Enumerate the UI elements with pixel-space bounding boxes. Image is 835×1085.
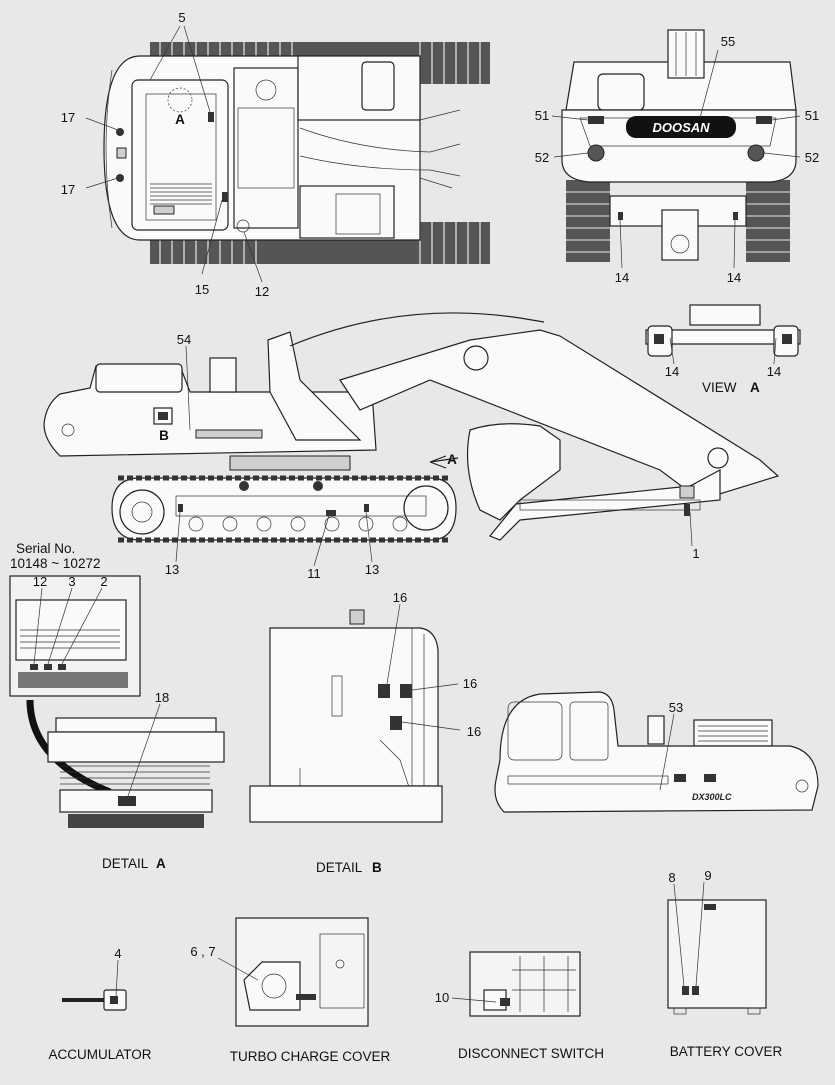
- callout-16: 16: [463, 676, 477, 691]
- callout-55: 55: [721, 34, 735, 49]
- callout-51: 51: [805, 108, 819, 123]
- view-a-caption-letter: A: [750, 380, 760, 395]
- detail-a-serial-inset: [9, 575, 141, 697]
- detail-b-caption-letter: B: [372, 860, 382, 875]
- view-a-arrow-label: A: [447, 452, 457, 467]
- top-view-leaders: [85, 25, 263, 283]
- model-badge-decal: DX300LC: [692, 792, 732, 802]
- serial-label: Serial No.: [16, 541, 75, 556]
- callout-17: 17: [61, 182, 75, 197]
- callout-52: 52: [805, 150, 819, 165]
- turbo-cover-drawing: [235, 917, 369, 1027]
- callout-18: 18: [155, 690, 169, 705]
- battery-cover-caption: BATTERY COVER: [670, 1044, 783, 1059]
- detail-b-drawing: [249, 609, 443, 823]
- callout-9: 9: [704, 868, 711, 883]
- battery-cover-drawing: [667, 899, 767, 1015]
- callout-3: 3: [68, 574, 75, 589]
- callout-6-7: 6 , 7: [190, 944, 215, 959]
- callout-17: 17: [61, 110, 75, 125]
- callout-54: 54: [177, 332, 191, 347]
- callout-4: 4: [114, 946, 121, 961]
- detail-a-drawing: [47, 717, 225, 828]
- callout-13: 13: [365, 562, 379, 577]
- callout-13: 13: [165, 562, 179, 577]
- callout-10: 10: [435, 990, 449, 1005]
- detail-a-caption-letter: A: [156, 856, 166, 871]
- right-side-view-drawing: DX300LC: [494, 691, 819, 813]
- rear-view-leaders: [551, 49, 801, 269]
- accumulator-drawing: [62, 989, 127, 1011]
- callout-14: 14: [615, 270, 629, 285]
- top-view-drawing: [103, 42, 490, 264]
- callout-15: 15: [195, 282, 209, 297]
- callout-53: 53: [669, 700, 683, 715]
- callout-14: 14: [767, 364, 781, 379]
- callout-8: 8: [668, 870, 675, 885]
- disconnect-switch-caption: DISCONNECT SWITCH: [458, 1046, 604, 1061]
- view-a-marker: A: [175, 112, 185, 127]
- callout-12: 12: [255, 284, 269, 299]
- detail-b-marker: B: [159, 428, 169, 443]
- callout-11: 11: [307, 566, 321, 581]
- callout-16: 16: [393, 590, 407, 605]
- detail-b-caption: DETAIL: [316, 860, 363, 875]
- callout-12: 12: [33, 574, 47, 589]
- disconnect-switch-drawing: [469, 951, 581, 1017]
- rear-view-drawing: DOOSAN: [561, 29, 797, 262]
- detail-a-caption: DETAIL: [102, 856, 149, 871]
- callout-1: 1: [692, 546, 699, 561]
- view-a-caption: VIEW: [702, 380, 737, 395]
- serial-range: 10148 ~ 10272: [10, 556, 100, 571]
- callout-52: 52: [535, 150, 549, 165]
- callout-14: 14: [665, 364, 679, 379]
- side-view-leaders: [175, 345, 693, 567]
- turbo-charge-cover-caption: TURBO CHARGE COVER: [230, 1049, 391, 1064]
- accumulator-caption: ACCUMULATOR: [48, 1047, 151, 1062]
- callout-5: 5: [178, 10, 185, 25]
- callout-16: 16: [467, 724, 481, 739]
- doosan-logo-decal: DOOSAN: [652, 120, 710, 135]
- callout-2: 2: [100, 574, 107, 589]
- view-a-drawing: [645, 304, 801, 357]
- side-view-drawing: [43, 312, 780, 543]
- callout-14: 14: [727, 270, 741, 285]
- callout-51: 51: [535, 108, 549, 123]
